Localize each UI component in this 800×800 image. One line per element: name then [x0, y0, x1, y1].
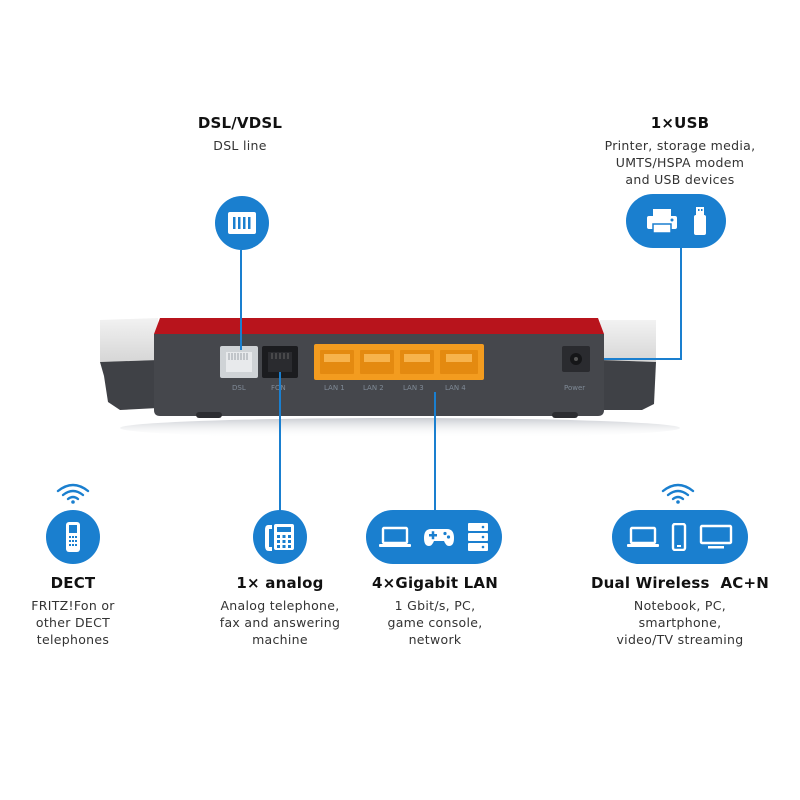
feature-usb-desc: Printer, storage media, UMTS/HSPA modem …: [604, 138, 756, 187]
dect-bubble: [46, 510, 100, 564]
port-label-lan2: LAN 2: [363, 384, 384, 392]
port-label-fon: FON: [271, 384, 286, 392]
usb-connector-line-horizontal: [604, 358, 682, 360]
feature-wireless-title: Dual Wireless AC+N: [590, 574, 770, 592]
router-foot: [196, 412, 222, 418]
dsl-port-icon: [228, 212, 256, 234]
feature-dsl: DSL/VDSL DSL line: [140, 114, 340, 154]
feature-usb-title: 1×USB: [650, 114, 710, 132]
port-label-dsl: DSL: [232, 384, 246, 392]
feature-analog: 1× analog Analog telephone, fax and answ…: [190, 574, 370, 648]
router-wing-right-top: [600, 320, 656, 362]
lan-connector-line: [434, 392, 436, 516]
port-label-lan3: LAN 3: [403, 384, 424, 392]
laptop-icon: [379, 526, 411, 547]
port-label-lan1: LAN 1: [324, 384, 345, 392]
desk-phone-icon: [265, 524, 294, 551]
wireless-bubble: [612, 510, 748, 564]
feature-wireless: Dual Wireless AC+N Notebook, PC, smartph…: [580, 574, 780, 648]
feature-analog-desc: Analog telephone, fax and answering mach…: [219, 598, 341, 647]
usb-bubble: [626, 194, 726, 248]
feature-dect-desc: FRITZ!Fon or other DECT telephones: [31, 598, 115, 647]
wifi-icon: [661, 483, 695, 504]
usb-connector-line: [680, 246, 682, 360]
feature-usb: 1×USB Printer, storage media, UMTS/HSPA …: [580, 114, 780, 188]
smartphone-icon: [671, 523, 687, 551]
server-icon: [468, 523, 488, 551]
usb-stick-icon: [694, 207, 706, 235]
feature-lan: 4×Gigabit LAN 1 Gbit/s, PC, game console…: [345, 574, 525, 648]
lan-bubble: [366, 510, 502, 564]
router-shadow: [120, 418, 680, 438]
router-wing-right: [600, 360, 656, 410]
laptop-icon: [627, 526, 659, 547]
wifi-icon: [56, 483, 90, 504]
feature-lan-desc: 1 Gbit/s, PC, game console, network: [387, 598, 483, 647]
analog-connector-line: [279, 372, 281, 517]
router-top-red: [154, 318, 604, 334]
port-label-power: Power: [564, 384, 585, 392]
analog-bubble: [253, 510, 307, 564]
feature-dsl-desc: DSL line: [213, 138, 267, 153]
dect-phone-icon: [66, 522, 80, 552]
printer-icon: [647, 209, 677, 234]
port-label-lan4: LAN 4: [445, 384, 466, 392]
feature-dect: DECT FRITZ!Fon or other DECT telephones: [0, 574, 148, 648]
monitor-icon: [699, 524, 733, 549]
router-wing-left-top: [100, 318, 158, 362]
feature-lan-title: 4×Gigabit LAN: [372, 574, 498, 592]
router-wing-left: [100, 360, 158, 410]
router-foot: [552, 412, 578, 418]
feature-analog-title: 1× analog: [236, 574, 324, 592]
dsl-connector-line: [240, 250, 242, 350]
dsl-bubble: [215, 196, 269, 250]
feature-dsl-title: DSL/VDSL: [197, 114, 283, 132]
gamepad-icon: [424, 529, 454, 546]
feature-dect-title: DECT: [50, 574, 96, 592]
feature-wireless-desc: Notebook, PC, smartphone, video/TV strea…: [616, 598, 744, 647]
